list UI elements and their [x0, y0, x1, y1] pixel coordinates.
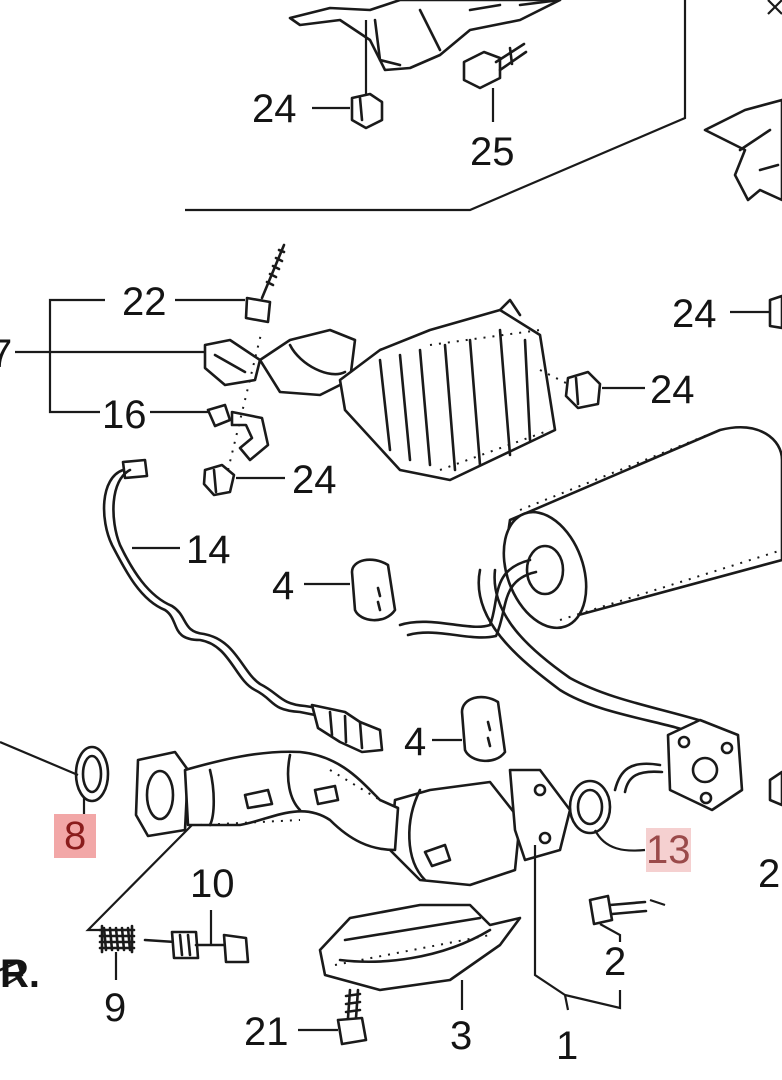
callout-1: 1	[556, 1024, 579, 1068]
top-bolt	[462, 42, 528, 122]
catalytic-converter	[388, 768, 572, 887]
lower-heat-shield	[318, 903, 522, 992]
callout-8-highlighted: 8	[54, 814, 97, 858]
right-bracket	[703, 98, 782, 202]
bolt-2	[588, 894, 648, 926]
gasket-8	[74, 745, 110, 803]
gasket-13	[568, 779, 612, 835]
callout-2-edge: 2	[758, 852, 781, 896]
clip-16	[206, 403, 270, 462]
callout-2: 2	[604, 940, 627, 984]
bolt-21	[336, 988, 368, 1046]
rubber-mount-lower	[460, 695, 507, 763]
callout-13-highlighted: 13	[646, 828, 691, 872]
callout-16: 16	[102, 393, 147, 437]
callout-3: 3	[450, 1014, 473, 1058]
rubber-mount-upper	[350, 558, 397, 622]
callout-24-heatshield: 24	[650, 368, 695, 412]
top-flange-nut	[350, 20, 384, 130]
callout-24-top: 24	[252, 87, 297, 131]
leader-1a	[533, 845, 570, 1011]
callout-10: 10	[190, 862, 235, 906]
leader-13	[594, 829, 646, 852]
right-edge-nut	[768, 294, 782, 330]
mid-pipe-flange	[613, 718, 744, 812]
bracket-nut	[202, 463, 236, 497]
bolt-22	[244, 243, 286, 324]
front-mark: R.	[0, 952, 40, 996]
callout-24-right-top: 24	[672, 292, 717, 336]
callout-21: 21	[244, 1010, 289, 1054]
callout-4-lower: 4	[404, 720, 427, 764]
right-edge-part	[768, 770, 782, 807]
upper-heat-shield	[288, 0, 562, 72]
callout-22: 22	[122, 280, 167, 324]
front-pipe-bracket	[203, 338, 262, 387]
oxygen-sensor-harness	[102, 458, 384, 754]
muffler	[502, 426, 782, 630]
top-frame-line	[185, 0, 687, 212]
callout-7: 7	[0, 332, 13, 376]
front-arrow-icon	[0, 960, 24, 987]
leader-1b	[564, 990, 622, 1010]
spring-9	[98, 924, 136, 954]
callout-25: 25	[470, 130, 515, 174]
callout-24-bracket: 24	[292, 458, 337, 502]
callout-4-upper: 4	[272, 564, 295, 608]
mid-pipe	[398, 558, 707, 737]
front-pipe	[134, 750, 400, 852]
close-mark	[767, 0, 782, 15]
heat-shield-nut	[564, 370, 602, 410]
callout-9: 9	[104, 986, 127, 1030]
heat-shield-upper-pipe	[258, 298, 557, 482]
bolt-10	[143, 930, 250, 964]
leader-2b	[649, 898, 666, 907]
bracket-22-16	[48, 298, 105, 414]
leader-front-pipe-base	[85, 824, 193, 932]
leader-2	[599, 923, 622, 942]
dotted-guide-22	[227, 329, 263, 471]
leader-8-top	[0, 740, 79, 777]
callout-14: 14	[186, 528, 231, 572]
